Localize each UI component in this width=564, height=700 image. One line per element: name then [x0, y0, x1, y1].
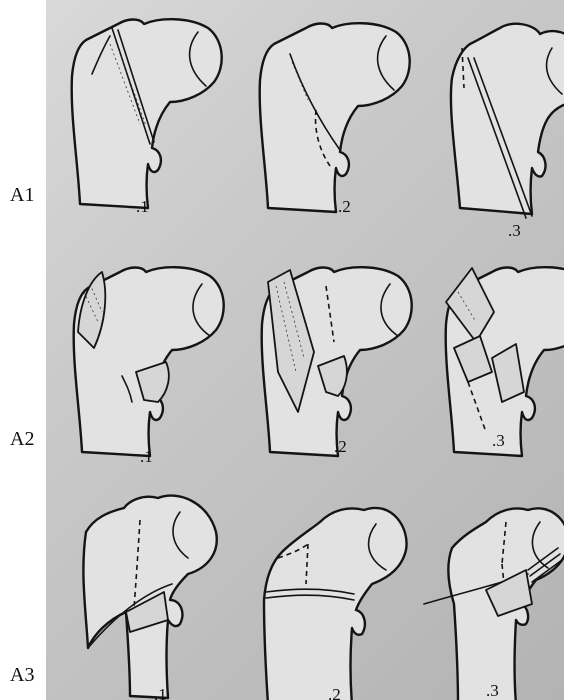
diagram-a1-2 [260, 23, 410, 212]
diagram-a1-3 [451, 24, 564, 218]
subtype-label-a2-3: .3 [492, 431, 505, 450]
diagram-a3-3 [424, 508, 564, 700]
diagram-a2-1 [74, 267, 224, 456]
subtype-label-a1-2: .2 [338, 197, 351, 216]
diagram-a3-1 [83, 496, 216, 698]
row-label-a2: A2 [10, 428, 34, 451]
subtype-label-a3-2: .2 [328, 685, 341, 700]
subtype-label-a2-2: .2 [334, 437, 347, 456]
subtype-label-a2-1: .1 [140, 447, 153, 466]
fracture-drawings: .1 .2 .3 .1 [46, 0, 564, 700]
diagram-a1-1 [72, 19, 222, 208]
subtype-label-a3-3: .3 [486, 681, 499, 700]
subtype-label-a3-1: .1 [154, 685, 167, 700]
row-label-a3: A3 [10, 664, 34, 687]
diagram-a3-2 [264, 508, 407, 700]
subtype-label-a1-1: .1 [136, 197, 149, 216]
diagram-a2-3 [446, 267, 564, 456]
diagram-a2-2 [262, 267, 412, 456]
subtype-label-a1-3: .3 [508, 221, 521, 240]
row-label-a1: A1 [10, 184, 34, 207]
